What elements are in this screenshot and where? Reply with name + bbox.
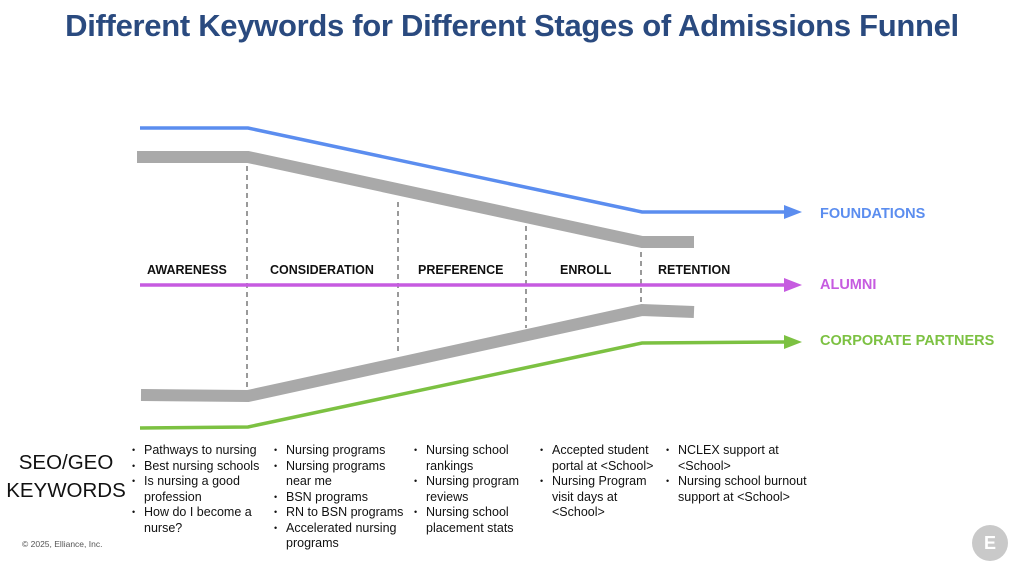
keyword-item: Nursing program reviews	[413, 474, 538, 505]
keyword-item: RN to BSN programs	[273, 505, 408, 521]
seo-geo-keywords-label: SEO/GEO KEYWORDS	[2, 449, 130, 505]
funnel-top-wall	[137, 151, 694, 248]
copyright-notice: © 2025, Elliance, Inc.	[22, 539, 103, 549]
stage-label-enroll: ENROLL	[560, 263, 612, 277]
keyword-item: Nursing programs	[273, 443, 408, 459]
keywords-awareness: Pathways to nursing Best nursing schools…	[131, 443, 266, 536]
keywords-consideration: Nursing programs Nursing programs near m…	[273, 443, 408, 552]
keyword-item: NCLEX support at <School>	[665, 443, 815, 474]
stage-label-retention: RETENTION	[658, 263, 731, 277]
foundations-arrow-line	[140, 126, 785, 214]
logo-letter: E	[983, 533, 996, 553]
keywords-enroll: Accepted student portal at <School> Nurs…	[539, 443, 661, 521]
keyword-item: BSN programs	[273, 490, 408, 506]
keyword-item: Nursing Program visit days at <School>	[539, 474, 661, 521]
stage-label-preference: PREFERENCE	[418, 263, 504, 277]
keyword-item: Nursing school burnout support at <Schoo…	[665, 474, 815, 505]
elliance-logo-icon: E	[972, 525, 1008, 561]
corporate-partners-arrow-line	[139, 340, 786, 430]
foundations-arrowhead	[784, 205, 802, 219]
keyword-item: Best nursing schools	[131, 459, 266, 475]
seo-label-line: KEYWORDS	[6, 479, 126, 502]
segment-label-foundations: FOUNDATIONS	[820, 206, 926, 222]
keyword-item: Accepted student portal at <School>	[539, 443, 661, 474]
keyword-item: Nursing school rankings	[413, 443, 538, 474]
corporate-partners-arrowhead	[784, 335, 802, 349]
keyword-item: How do I become a nurse?	[131, 505, 266, 536]
slide-title: Different Keywords for Different Stages …	[65, 8, 959, 43]
alumni-arrowhead	[784, 278, 802, 292]
keyword-item: Accelerated nursing programs	[273, 521, 408, 552]
keywords-preference: Nursing school rankings Nursing program …	[413, 443, 538, 536]
stage-label-awareness: AWARENESS	[147, 263, 227, 277]
keyword-item: Pathways to nursing	[131, 443, 266, 459]
keyword-item: Nursing school placement stats	[413, 505, 538, 536]
keyword-item: Nursing programs near me	[273, 459, 408, 490]
segment-label-corporate-partners: CORPORATE PARTNERS	[820, 333, 995, 349]
segment-label-alumni: ALUMNI	[820, 277, 877, 293]
keyword-item: Is nursing a good profession	[131, 474, 266, 505]
keywords-retention: NCLEX support at <School> Nursing school…	[665, 443, 815, 505]
funnel-bottom-wall	[140, 303, 695, 403]
seo-label-line: SEO/GEO	[18, 451, 114, 474]
stage-label-consideration: CONSIDERATION	[270, 263, 374, 277]
